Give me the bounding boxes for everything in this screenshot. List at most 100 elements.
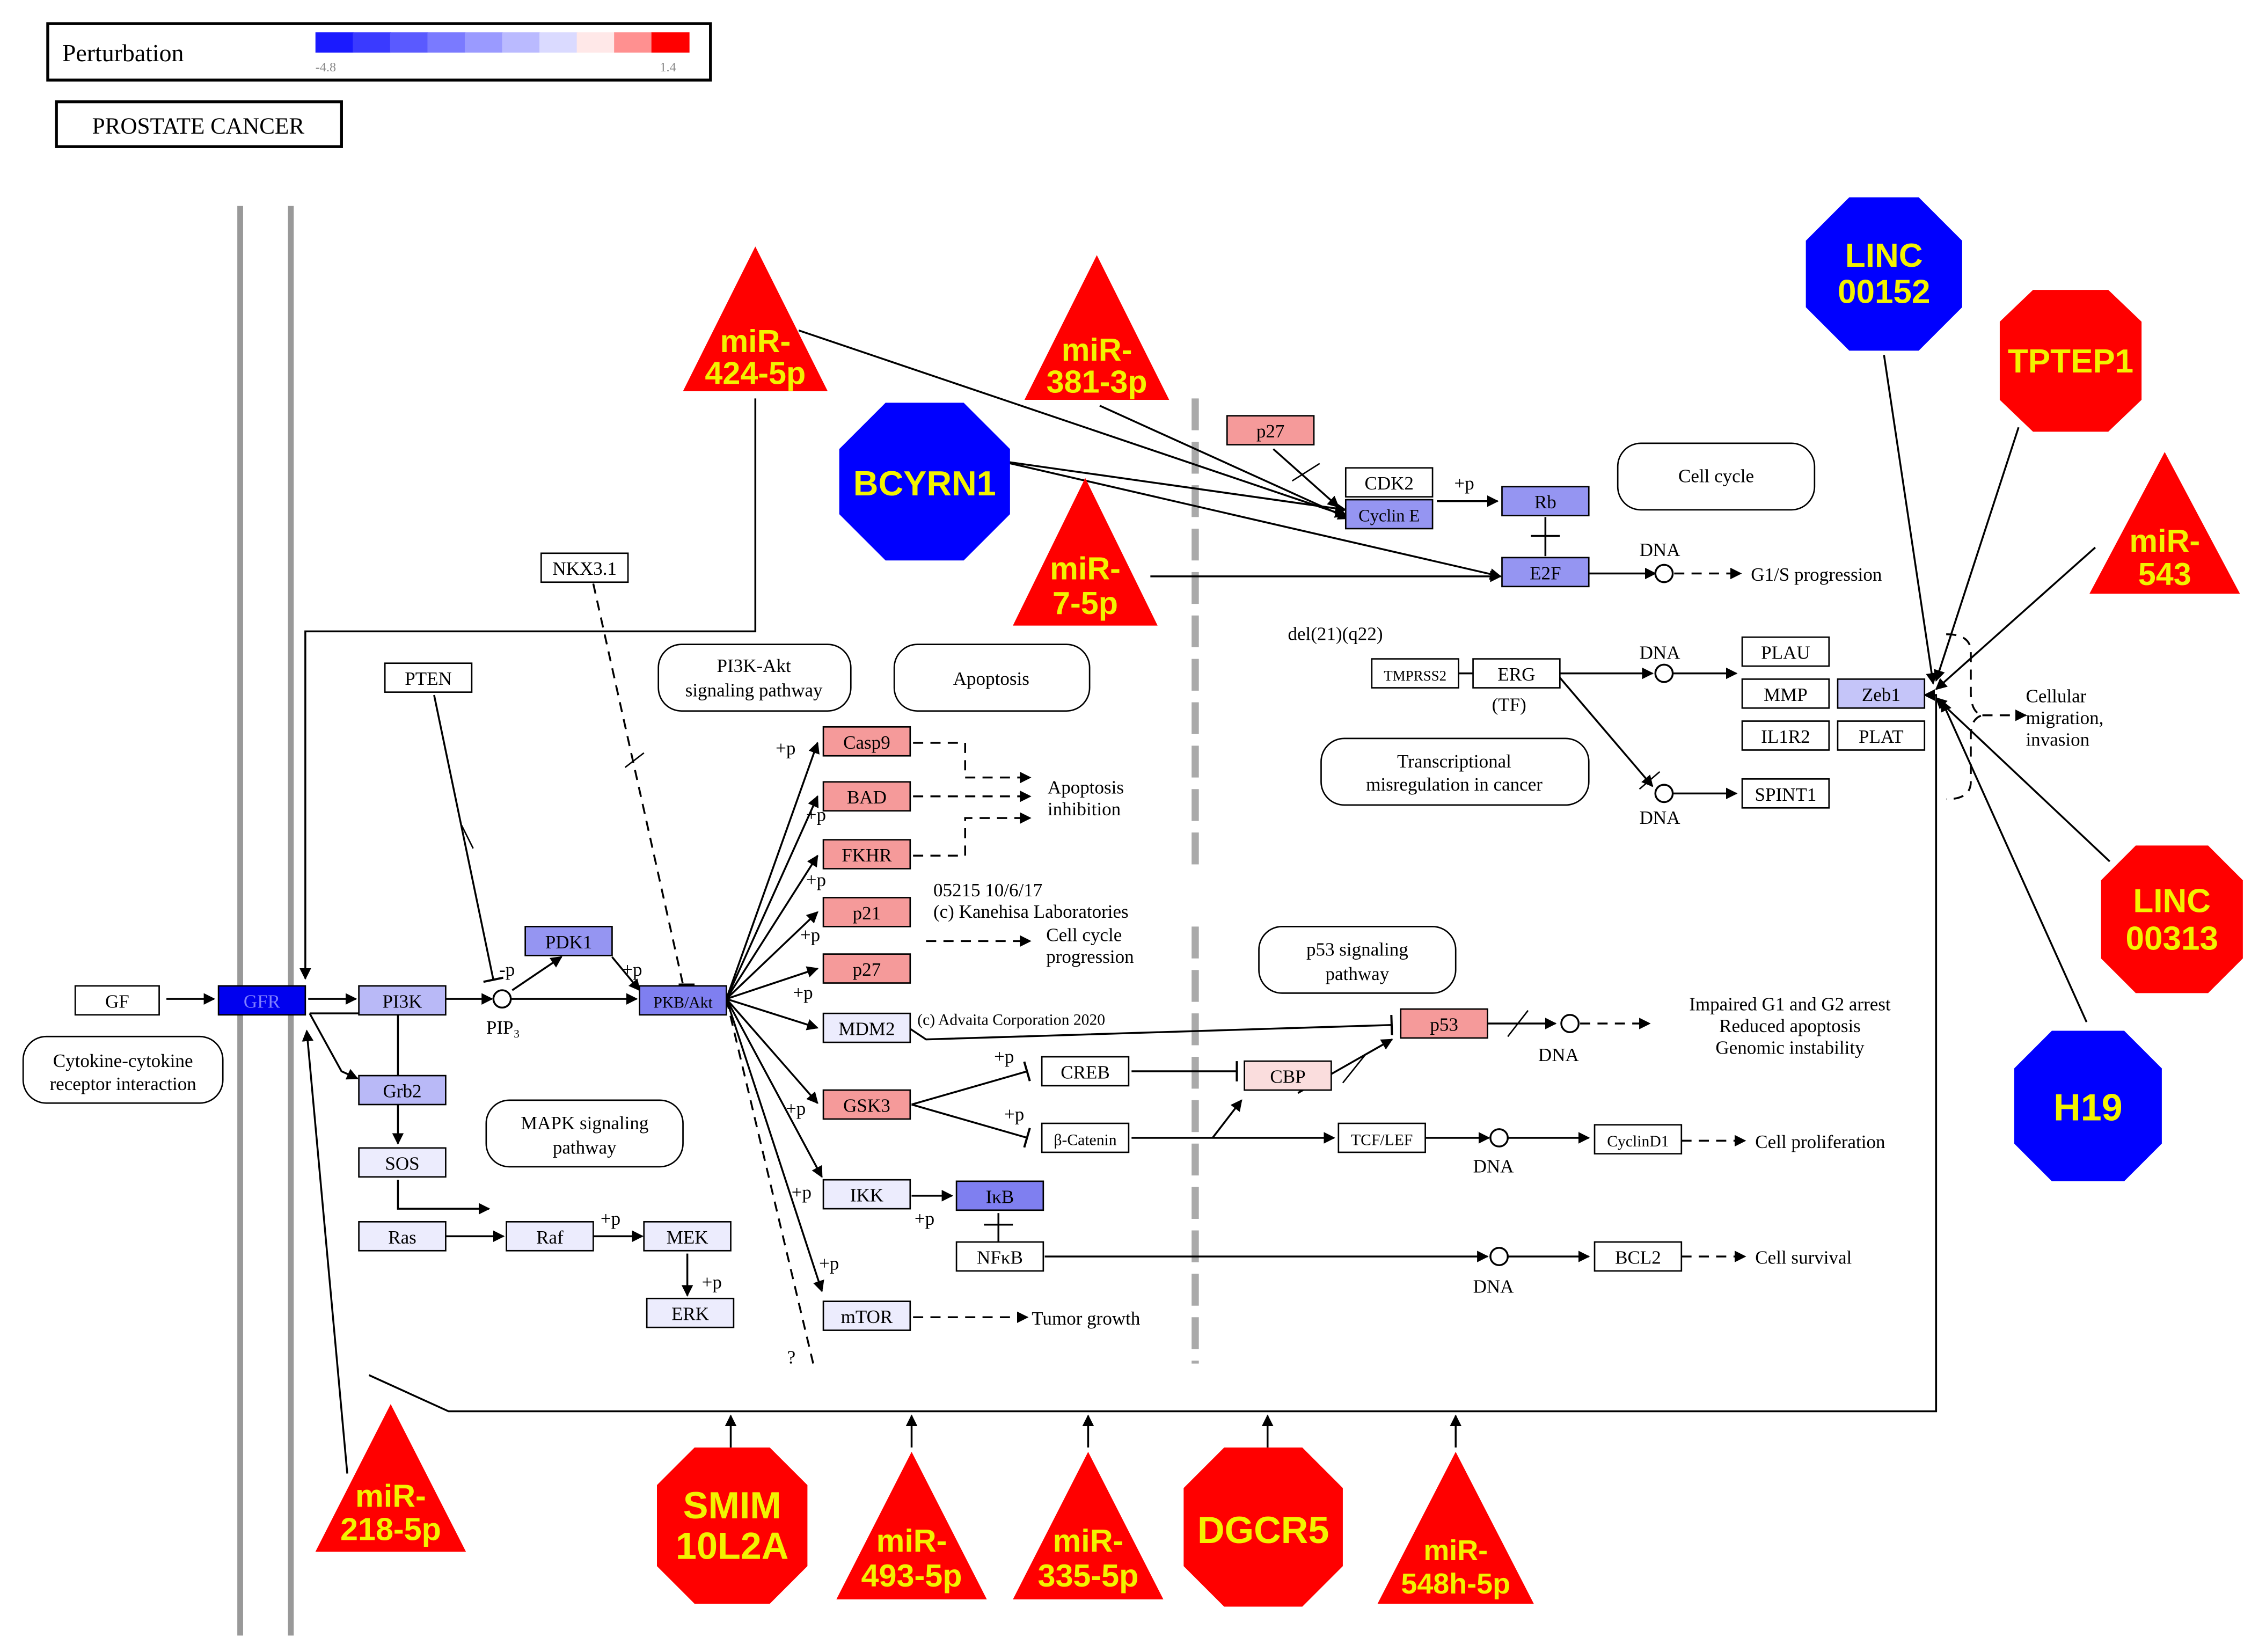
gene-mek[interactable]: MEK — [643, 1221, 732, 1252]
regulator-mir-548h-5p[interactable]: miR- 548h-5p — [1377, 1452, 1534, 1604]
svg-text:CBP: CBP — [1270, 1066, 1305, 1087]
gene-gf[interactable]: GF — [74, 985, 160, 1016]
svg-text:receptor interaction: receptor interaction — [50, 1073, 196, 1094]
gene-p27-akt[interactable]: p27 — [822, 953, 911, 984]
svg-text:pathway: pathway — [1326, 963, 1390, 984]
gene-grb2[interactable]: Grb2 — [358, 1074, 447, 1106]
svg-text:IL1R2: IL1R2 — [1761, 726, 1810, 747]
svg-text:+p: +p — [622, 959, 642, 980]
svg-text:PI3K-Akt: PI3K-Akt — [717, 655, 791, 676]
gene-mtor[interactable]: mTOR — [822, 1300, 911, 1331]
gene-il1r2[interactable]: IL1R2 — [1741, 720, 1830, 751]
svg-text:FKHR: FKHR — [842, 845, 892, 866]
regulator-mir-424-5p[interactable]: miR- 424-5p — [683, 246, 828, 391]
gene-cyclind1[interactable]: CyclinD1 — [1593, 1124, 1683, 1155]
gene-ras[interactable]: Ras — [358, 1221, 447, 1252]
gene-tmprss2[interactable]: TMPRSS2 — [1371, 658, 1459, 689]
legend-swatch — [353, 32, 391, 53]
legend-title: Perturbation — [62, 39, 184, 67]
gene-casp9[interactable]: Casp9 — [822, 726, 911, 757]
gene-spint1[interactable]: SPINT1 — [1741, 778, 1830, 809]
regulator-linc00152[interactable]: LINC 00152 — [1806, 197, 1962, 351]
svg-text:Genomic instability: Genomic instability — [1715, 1037, 1865, 1058]
regulator-edges — [302, 329, 2111, 1474]
svg-text:PLAU: PLAU — [1761, 642, 1810, 663]
gene-cyclin-e[interactable]: Cyclin E — [1344, 499, 1434, 530]
regulator-mir-493-5p[interactable]: miR- 493-5p — [836, 1452, 987, 1600]
regulator-mir-543[interactable]: miR- 543 — [2089, 452, 2240, 594]
gene-ikk[interactable]: IKK — [822, 1179, 911, 1210]
gene-bad[interactable]: BAD — [822, 781, 911, 812]
regulator-bcyrn1[interactable]: BCYRN1 — [839, 403, 1010, 561]
gene-fkhr[interactable]: FKHR — [822, 839, 911, 869]
regulator-mir-381-3p[interactable]: miR- 381-3p — [1024, 255, 1169, 400]
gene-mmp[interactable]: MMP — [1741, 678, 1830, 709]
gene-p21[interactable]: p21 — [822, 897, 911, 927]
gene-rb[interactable]: Rb — [1501, 486, 1590, 517]
regulators: miR- 424-5p miR- 381-3p miR- 7-5p miR- 5… — [315, 197, 2243, 1607]
gene-pi3k[interactable]: PI3K — [358, 985, 447, 1016]
gene-pkb-akt[interactable]: PKB/Akt — [639, 985, 727, 1016]
gene-cbp[interactable]: CBP — [1244, 1060, 1332, 1091]
gene-p53[interactable]: p53 — [1400, 1008, 1488, 1039]
gene-erg[interactable]: ERG — [1472, 658, 1561, 689]
svg-text:Grb2: Grb2 — [383, 1081, 421, 1102]
gene-raf[interactable]: Raf — [506, 1221, 594, 1252]
annotation-labels: PIP₃ DNA DNA DNA DNA DNA DNA (TF) del(21… — [486, 473, 1680, 1368]
gene-nkx3-1[interactable]: NKX3.1 — [540, 552, 629, 583]
gene-cdk2[interactable]: CDK2 — [1344, 467, 1434, 498]
gene-mdm2[interactable]: MDM2 — [822, 1012, 911, 1043]
gene-pten[interactable]: PTEN — [384, 662, 473, 693]
svg-text:381-3p: 381-3p — [1047, 364, 1147, 400]
gene-sos[interactable]: SOS — [358, 1147, 447, 1178]
svg-text:p21: p21 — [853, 903, 881, 924]
svg-text:PDK1: PDK1 — [545, 932, 593, 953]
regulator-mir-335-5p[interactable]: miR- 335-5p — [1013, 1452, 1164, 1600]
regulator-mir-7-5p[interactable]: miR- 7-5p — [1013, 478, 1158, 626]
regulator-dgcr5[interactable]: DGCR5 — [1183, 1447, 1343, 1607]
regulator-smim10l2a[interactable]: SMIM 10L2A — [657, 1447, 808, 1604]
svg-text:MEK: MEK — [667, 1227, 708, 1248]
gene-plat[interactable]: PLAT — [1837, 720, 1926, 751]
gene-bcl2[interactable]: BCL2 — [1593, 1241, 1683, 1272]
dna-label: DNA — [1473, 1156, 1515, 1177]
gene-p27-cellcycle[interactable]: p27 — [1226, 415, 1315, 445]
svg-text:migration,: migration, — [2026, 707, 2103, 728]
regulator-tptep1[interactable]: TPTEP1 — [1999, 290, 2142, 432]
regulator-linc00313[interactable]: LINC 00313 — [2101, 845, 2243, 993]
gene-nodes: GF GFR PI3K PTEN PDK1 PKB/Akt NKX3.1 Grb… — [74, 415, 1926, 1331]
gene-e2f[interactable]: E2F — [1501, 557, 1590, 588]
gene-nfkb[interactable]: NFκB — [955, 1241, 1044, 1272]
regulator-h19[interactable]: H19 — [2014, 1030, 2162, 1181]
svg-text:G1/S progression: G1/S progression — [1751, 564, 1882, 585]
gene-gfr[interactable]: GFR — [217, 985, 306, 1016]
regulator-mir-218-5p[interactable]: miR- 218-5p — [315, 1404, 466, 1552]
gene-tcf-lef[interactable]: TCF/LEF — [1337, 1122, 1426, 1153]
map-apoptosis[interactable]: Apoptosis — [893, 644, 1091, 712]
svg-text:miR-: miR- — [876, 1523, 947, 1559]
gene-erk[interactable]: ERK — [646, 1297, 735, 1328]
svg-text:+p: +p — [806, 805, 826, 825]
gene-beta-catenin[interactable]: β-Catenin — [1041, 1122, 1130, 1153]
svg-text:miR-: miR- — [1050, 550, 1121, 586]
gene-zeb1[interactable]: Zeb1 — [1837, 678, 1926, 709]
svg-text:E2F: E2F — [1530, 562, 1561, 583]
svg-text:+p: +p — [800, 924, 820, 945]
gene-creb[interactable]: CREB — [1041, 1056, 1130, 1087]
svg-text:+p: +p — [786, 1098, 806, 1119]
gene-plau[interactable]: PLAU — [1741, 636, 1830, 667]
legend-max-label: 1.4 — [660, 60, 676, 75]
gene-pdk1[interactable]: PDK1 — [524, 926, 613, 956]
map-cell-cycle[interactable]: Cell cycle — [1617, 442, 1816, 511]
gene-ikb[interactable]: IκB — [955, 1180, 1044, 1211]
svg-text:miR-: miR- — [720, 323, 791, 359]
gene-gsk3[interactable]: GSK3 — [822, 1089, 911, 1120]
legend-swatch — [651, 32, 690, 53]
dna-label: DNA — [1538, 1044, 1580, 1065]
svg-text:PLAT: PLAT — [1859, 726, 1904, 747]
